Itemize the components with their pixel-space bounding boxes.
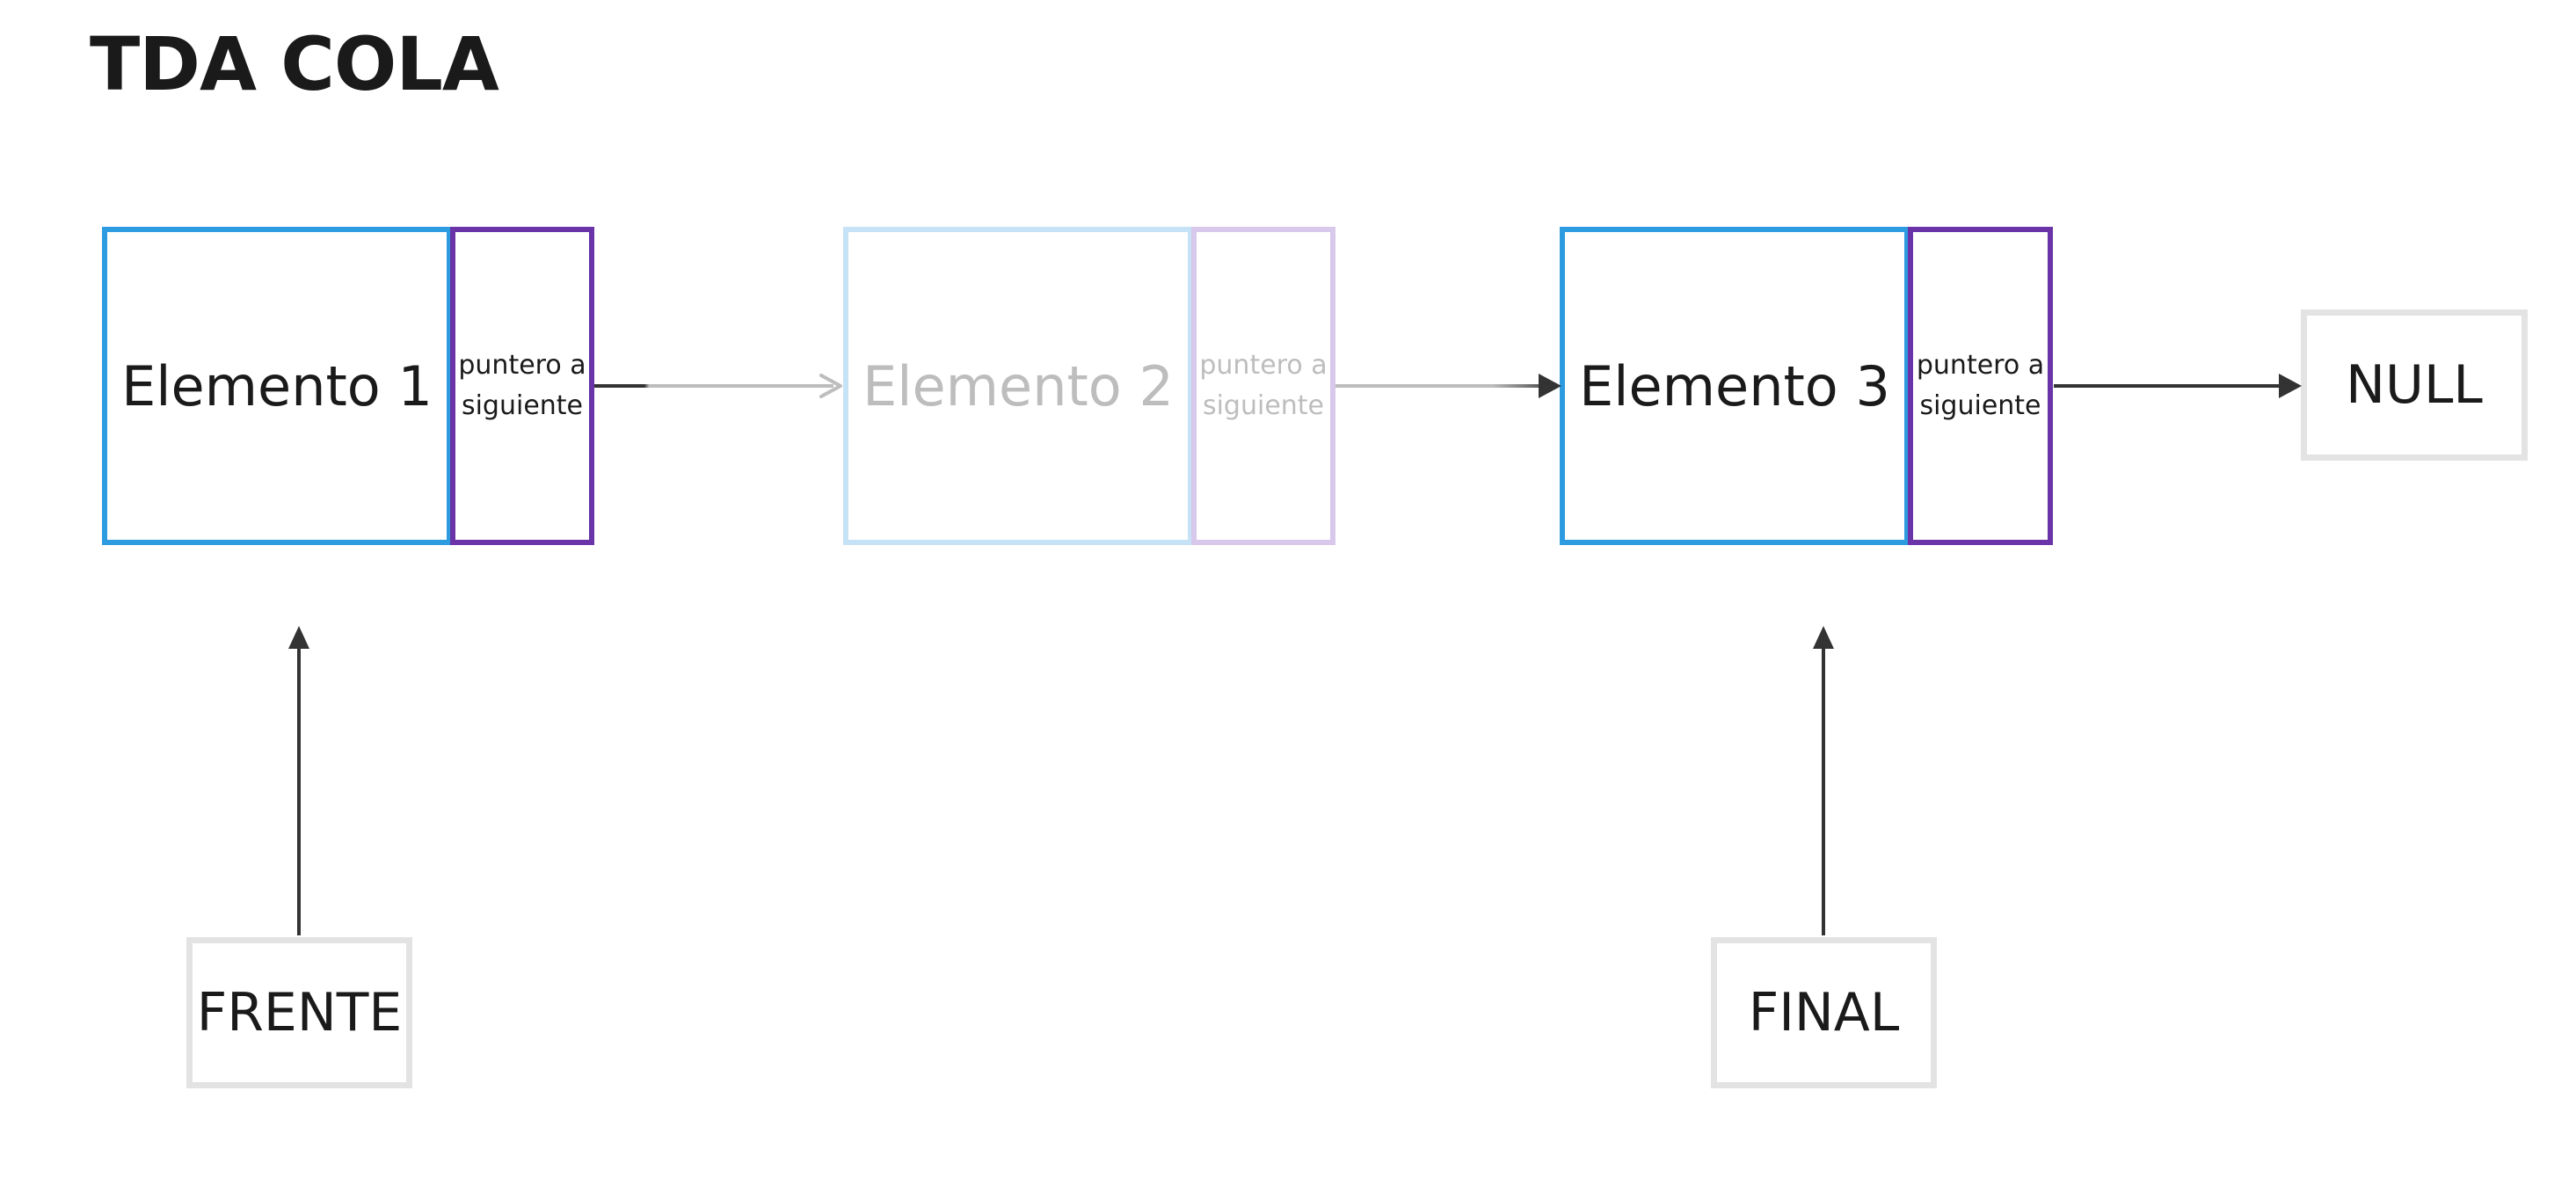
arrow-rear-to-node3 (1813, 626, 1834, 935)
arrow-node1-to-node2 (594, 374, 842, 398)
arrow-node3-to-null (2054, 374, 2302, 398)
null-box[interactable]: NULL (2301, 309, 2528, 461)
front-pointer-box[interactable]: FRENTE (186, 937, 412, 1088)
node-3-element-box[interactable]: Elemento 3 (1560, 227, 1910, 545)
arrow-front-to-node1 (288, 626, 309, 935)
node-1-pointer-box[interactable]: puntero a siguiente (450, 227, 594, 545)
rear-pointer-box[interactable]: FINAL (1711, 937, 1937, 1088)
arrow-node2-to-node3 (1335, 374, 1561, 398)
node-3-pointer-box[interactable]: puntero a siguiente (1908, 227, 2053, 545)
node-2-pointer-box[interactable]: puntero a siguiente (1191, 227, 1335, 545)
node-2-element-box[interactable]: Elemento 2 (843, 227, 1193, 545)
diagram-title: TDA COLA (90, 21, 499, 107)
node-1-element-box[interactable]: Elemento 1 (102, 227, 452, 545)
